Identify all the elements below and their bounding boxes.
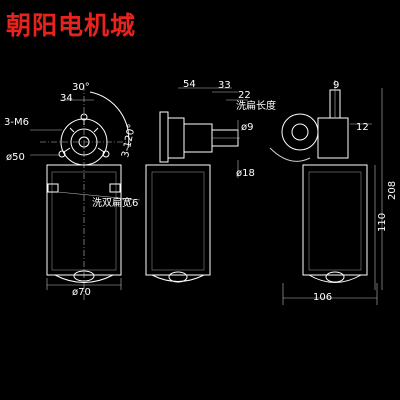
label-flat-width-6: 洗双扁宽6: [92, 196, 138, 209]
label-dia-18: ø18: [236, 168, 255, 179]
front-motor-can: [46, 164, 122, 276]
label-angle-30: 30°: [72, 82, 90, 93]
mount-hole-2: [58, 150, 66, 158]
front-end-cap: [54, 274, 114, 283]
page-title: 朝阳电机城: [6, 11, 137, 40]
label-dim-110: 110: [377, 213, 388, 232]
right-view: [269, 80, 383, 305]
right-wires: [269, 147, 311, 162]
label-dim-22: 22: [238, 90, 251, 101]
label-dim-54: 54: [183, 79, 196, 90]
side-end-cap: [151, 274, 205, 282]
side-flange: [159, 111, 169, 163]
right-gearbox-circle: [281, 113, 319, 151]
label-flat-length: 洗扁长度: [236, 99, 276, 112]
front-view: [30, 85, 141, 300]
side-view: [145, 87, 248, 283]
label-screw-3-m6: 3-M6: [4, 117, 29, 128]
label-dia-50: ø50: [6, 152, 25, 163]
label-dim-106: 106: [313, 292, 332, 303]
label-dia-9: ø9: [241, 122, 253, 133]
right-end-cap: [308, 274, 362, 283]
label-dim-12: 12: [356, 122, 369, 133]
label-angle-3-120: 3-120°: [120, 123, 138, 159]
side-motor-can: [145, 164, 211, 276]
label-dim-9: 9: [333, 80, 339, 91]
label-dim-33: 33: [218, 80, 231, 91]
label-dim-34: 34: [60, 93, 73, 104]
right-flange: [317, 117, 349, 159]
mount-hole-3: [102, 150, 110, 158]
right-motor-can: [302, 164, 368, 276]
side-gearbox: [167, 117, 185, 159]
label-dia-70: ø70: [72, 287, 91, 298]
front-flange-arc: [89, 91, 130, 149]
label-dim-208: 208: [387, 181, 398, 200]
